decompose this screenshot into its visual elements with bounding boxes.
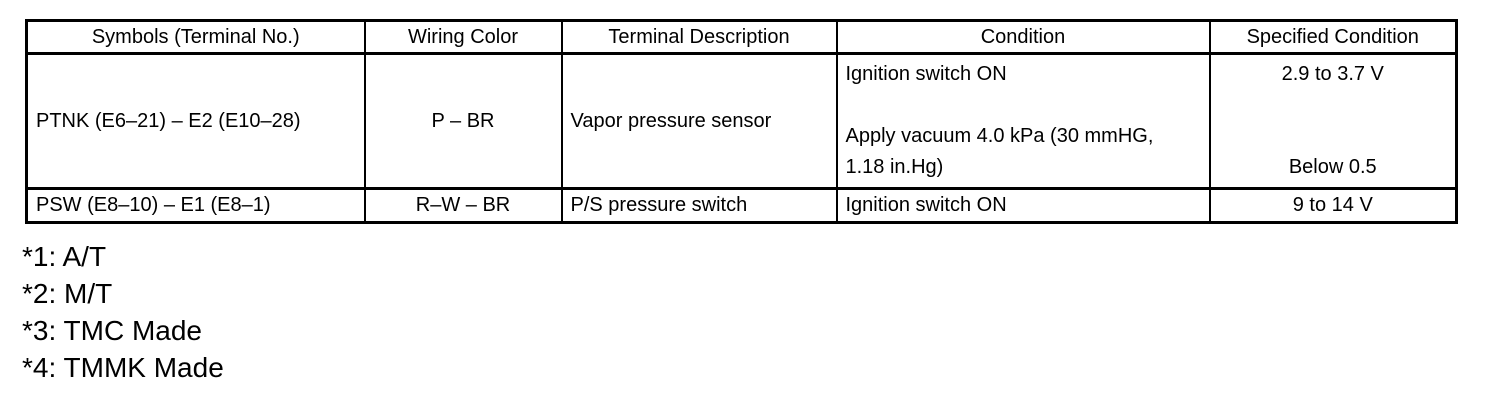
footnote: *3: TMC Made xyxy=(22,315,202,346)
cell-symbols: PSW (E8–10) – E1 (E8–1) xyxy=(25,187,366,224)
table-header-row: Symbols (Terminal No.) Wiring Color Term… xyxy=(25,19,1458,55)
cell-specified-condition: 2.9 to 3.7 V Below 0.5 xyxy=(1208,52,1458,190)
cell-condition: Ignition switch ON Apply vacuum 4.0 kPa … xyxy=(835,52,1211,190)
footnote: *4: TMMK Made xyxy=(22,352,224,383)
col-header-symbols: Symbols (Terminal No.) xyxy=(25,19,366,55)
col-header-condition: Condition xyxy=(835,19,1211,55)
cell-wiring-color: P – BR xyxy=(363,52,563,190)
terminal-spec-table: Symbols (Terminal No.) Wiring Color Term… xyxy=(25,19,1458,224)
col-header-specified-condition: Specified Condition xyxy=(1208,19,1458,55)
footnote: *2: M/T xyxy=(22,278,113,309)
cell-wiring-color: R–W – BR xyxy=(363,187,563,224)
col-header-terminal-description: Terminal Description xyxy=(560,19,838,55)
table-row: PSW (E8–10) – E1 (E8–1) R–W – BR P/S pre… xyxy=(25,187,1458,224)
cell-condition: Ignition switch ON xyxy=(835,187,1211,224)
cell-terminal-description: Vapor pressure sensor xyxy=(560,52,838,190)
footnotes: *1: A/T *2: M/T *3: TMC Made *4: TMMK Ma… xyxy=(22,238,1504,386)
table-row: PTNK (E6–21) – E2 (E10–28) P – BR Vapor … xyxy=(25,52,1458,190)
col-header-wiring-color: Wiring Color xyxy=(363,19,563,55)
footnote: *1: A/T xyxy=(22,241,107,272)
cell-specified-condition: 9 to 14 V xyxy=(1208,187,1458,224)
cell-terminal-description: P/S pressure switch xyxy=(560,187,838,224)
cell-symbols: PTNK (E6–21) – E2 (E10–28) xyxy=(25,52,366,190)
